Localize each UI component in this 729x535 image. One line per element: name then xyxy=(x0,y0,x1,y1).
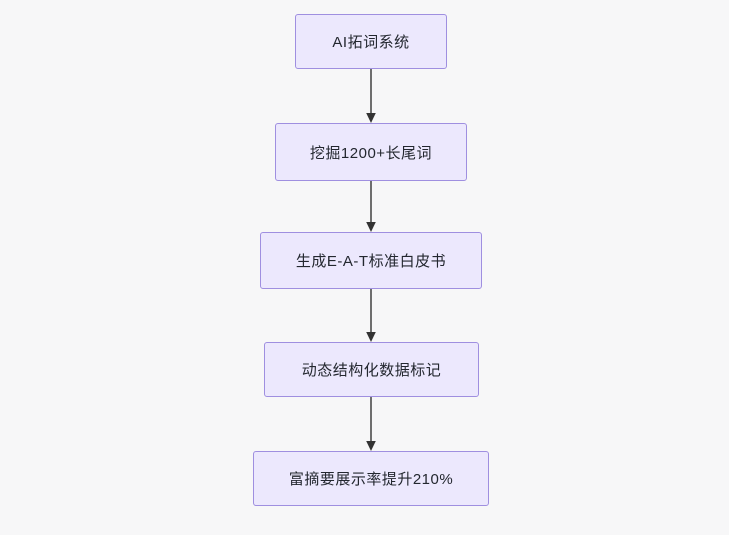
node-label: 生成E-A-T标准白皮书 xyxy=(295,253,447,270)
edge-n3-to-n4 xyxy=(366,289,376,342)
node-label: AI拓词系统 xyxy=(332,34,410,51)
arrowhead-icon xyxy=(366,441,376,451)
node-label: 富摘要展示率提升210% xyxy=(288,471,454,488)
edge-n2-to-n3 xyxy=(366,181,376,232)
edge-n4-to-n5 xyxy=(366,397,376,451)
node-n5[interactable]: 富摘要展示率提升210% xyxy=(253,451,489,506)
node-n1[interactable]: AI拓词系统 xyxy=(295,14,447,69)
arrowhead-icon xyxy=(366,332,376,342)
node-n3[interactable]: 生成E-A-T标准白皮书 xyxy=(260,232,482,289)
node-label: 挖掘1200+长尾词 xyxy=(309,144,433,162)
arrowhead-icon xyxy=(366,113,376,123)
arrowhead-icon xyxy=(366,222,376,232)
edge-n1-to-n2 xyxy=(366,69,376,123)
node-n2[interactable]: 挖掘1200+长尾词 xyxy=(275,123,467,181)
node-label: 动态结构化数据标记 xyxy=(301,362,442,379)
node-n4[interactable]: 动态结构化数据标记 xyxy=(264,342,479,397)
